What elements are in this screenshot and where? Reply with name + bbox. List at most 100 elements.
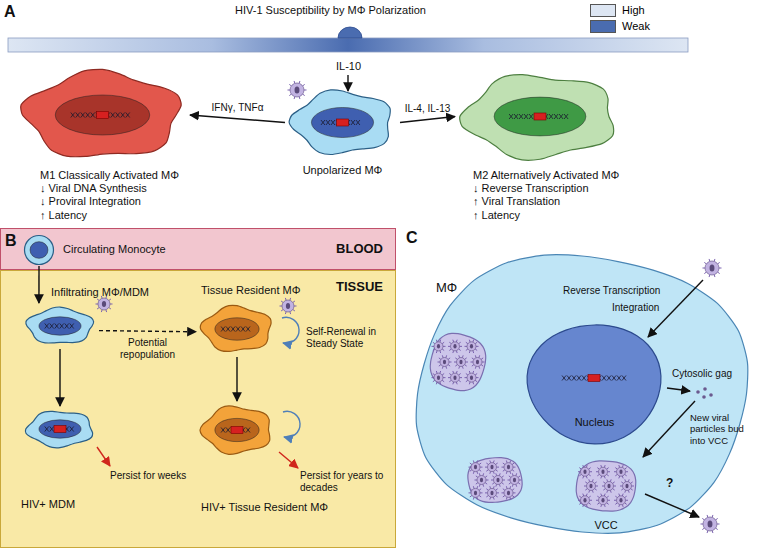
node-caption: Circulating Monocyte — [63, 243, 166, 256]
provirus — [534, 113, 546, 120]
hiv-virion — [584, 479, 598, 492]
dna-strand — [45, 427, 49, 432]
arrow-connector — [236, 357, 237, 401]
leader-arrow — [667, 388, 690, 391]
edge-label: Potential repopulation — [103, 337, 193, 361]
cell-label: HIV+ Tissue Resident MΦ — [201, 501, 328, 514]
dna-strand — [55, 324, 59, 329]
dna-strand — [45, 324, 49, 329]
region-label: BLOOD — [336, 241, 383, 257]
nucleus: Nucleus — [522, 318, 667, 448]
cell-nucleus — [39, 317, 81, 335]
step-label: Cytosolic gag — [672, 368, 732, 380]
dna-strand — [617, 376, 621, 381]
hiv-virion — [614, 465, 628, 478]
leader-arrow — [283, 411, 300, 437]
provirus — [588, 375, 600, 382]
dna-strand — [572, 376, 576, 381]
hiv-virion — [485, 460, 499, 473]
cell-label: VCC — [570, 519, 642, 532]
gradient-bar — [8, 38, 688, 52]
leader-arrow — [282, 317, 299, 343]
hiv-virion — [475, 473, 489, 486]
hiv-virion — [578, 465, 592, 478]
dna-strand — [607, 376, 611, 381]
blood-band: BLOOD Circulating Monocyte — [0, 228, 396, 270]
arrow-connector — [38, 266, 39, 303]
dna-strand — [567, 376, 571, 381]
legend-item: Weak — [590, 20, 650, 33]
leader-arrow — [347, 75, 348, 91]
hiv-virion — [438, 355, 452, 368]
tissue-resident-macrophage: Tissue Resident MΦ — [196, 301, 278, 357]
hiv-virion — [602, 479, 616, 492]
cell-label: ↓ Reverse Transcription — [473, 182, 619, 195]
panel-letter: B — [5, 231, 17, 250]
unpolarized-macrophage: Unpolarized MΦ — [285, 85, 400, 160]
region-label: TISSUE — [336, 279, 383, 295]
node-caption: VCC — [570, 519, 642, 532]
m2-macrophage: M2 Alternatively Activated MΦ↓ Reverse T… — [455, 68, 625, 165]
cell-nucleus — [215, 418, 259, 441]
hiv-virion — [432, 340, 446, 353]
dna-strand — [562, 376, 566, 381]
hiv-virion — [701, 515, 720, 533]
dna-strand — [241, 327, 245, 332]
dna-strand — [351, 120, 355, 125]
cell-label: M2 Alternatively Activated MΦ — [473, 169, 619, 182]
panel-letter: C — [406, 228, 418, 247]
dna-strand — [622, 376, 626, 381]
cell-label: HIV+ MDM — [21, 498, 75, 511]
dna-strand — [236, 327, 240, 332]
dna-strand — [519, 114, 523, 119]
dna-strand — [514, 114, 518, 119]
cell-label: MΦ — [436, 280, 457, 296]
cell-label: Circulating Monocyte — [63, 243, 166, 256]
arrow-connector — [59, 349, 60, 406]
hiv-virion — [491, 473, 505, 486]
cytokine-label: IL-10 — [336, 60, 361, 73]
m2-macrophage-shape — [455, 68, 625, 165]
node-caption: BLOOD — [336, 241, 383, 257]
dna-strand — [356, 120, 360, 125]
cell-label: ↑ Latency — [473, 209, 619, 222]
tissue-band: TISSUEInfiltrating MΦ/MDMTissue Resident… — [0, 270, 396, 548]
dna-strand — [602, 376, 606, 381]
cell-label: M1 Classically Activated MΦ — [40, 169, 179, 182]
dna-strand — [76, 113, 80, 118]
hiv-virion — [614, 494, 628, 507]
note-label: Persist for weeks — [110, 470, 200, 482]
legend-item: High — [590, 4, 645, 17]
hiv-virion — [280, 298, 297, 314]
arrow-connector — [400, 117, 455, 123]
hiv-virion — [502, 486, 516, 499]
dna-strand — [549, 114, 553, 119]
hiv-virion — [288, 81, 307, 99]
dna-strand — [246, 428, 250, 433]
edge-label: IL-4, IL-13 — [405, 103, 451, 115]
note-label: Self-Renewal in Steady State — [306, 326, 388, 350]
node-caption: HIV+ Tissue Resident MΦ — [201, 501, 328, 514]
dna-strand — [126, 113, 130, 118]
nucleus-shape — [522, 318, 667, 448]
m1-macrophage-shape — [15, 65, 190, 165]
dna-strand — [321, 120, 325, 125]
dna-strand — [582, 376, 586, 381]
dna-strand — [564, 114, 568, 119]
legend-swatch — [590, 20, 616, 33]
dna-strand — [121, 113, 125, 118]
gag-protein — [702, 395, 706, 399]
provirus — [54, 426, 66, 433]
hiv-virion — [485, 486, 499, 499]
dna-strand — [71, 113, 75, 118]
cell-nucleus — [494, 97, 586, 136]
provirus — [337, 119, 349, 126]
legend-text: High — [622, 4, 645, 17]
hiv-mdm: HIV+ MDM — [21, 406, 99, 452]
arrow-connector — [99, 331, 196, 332]
dna-strand — [326, 120, 330, 125]
cell-label: Unpolarized MΦ — [275, 164, 410, 177]
dna-strand — [65, 324, 69, 329]
cell-nucleus — [215, 318, 259, 340]
